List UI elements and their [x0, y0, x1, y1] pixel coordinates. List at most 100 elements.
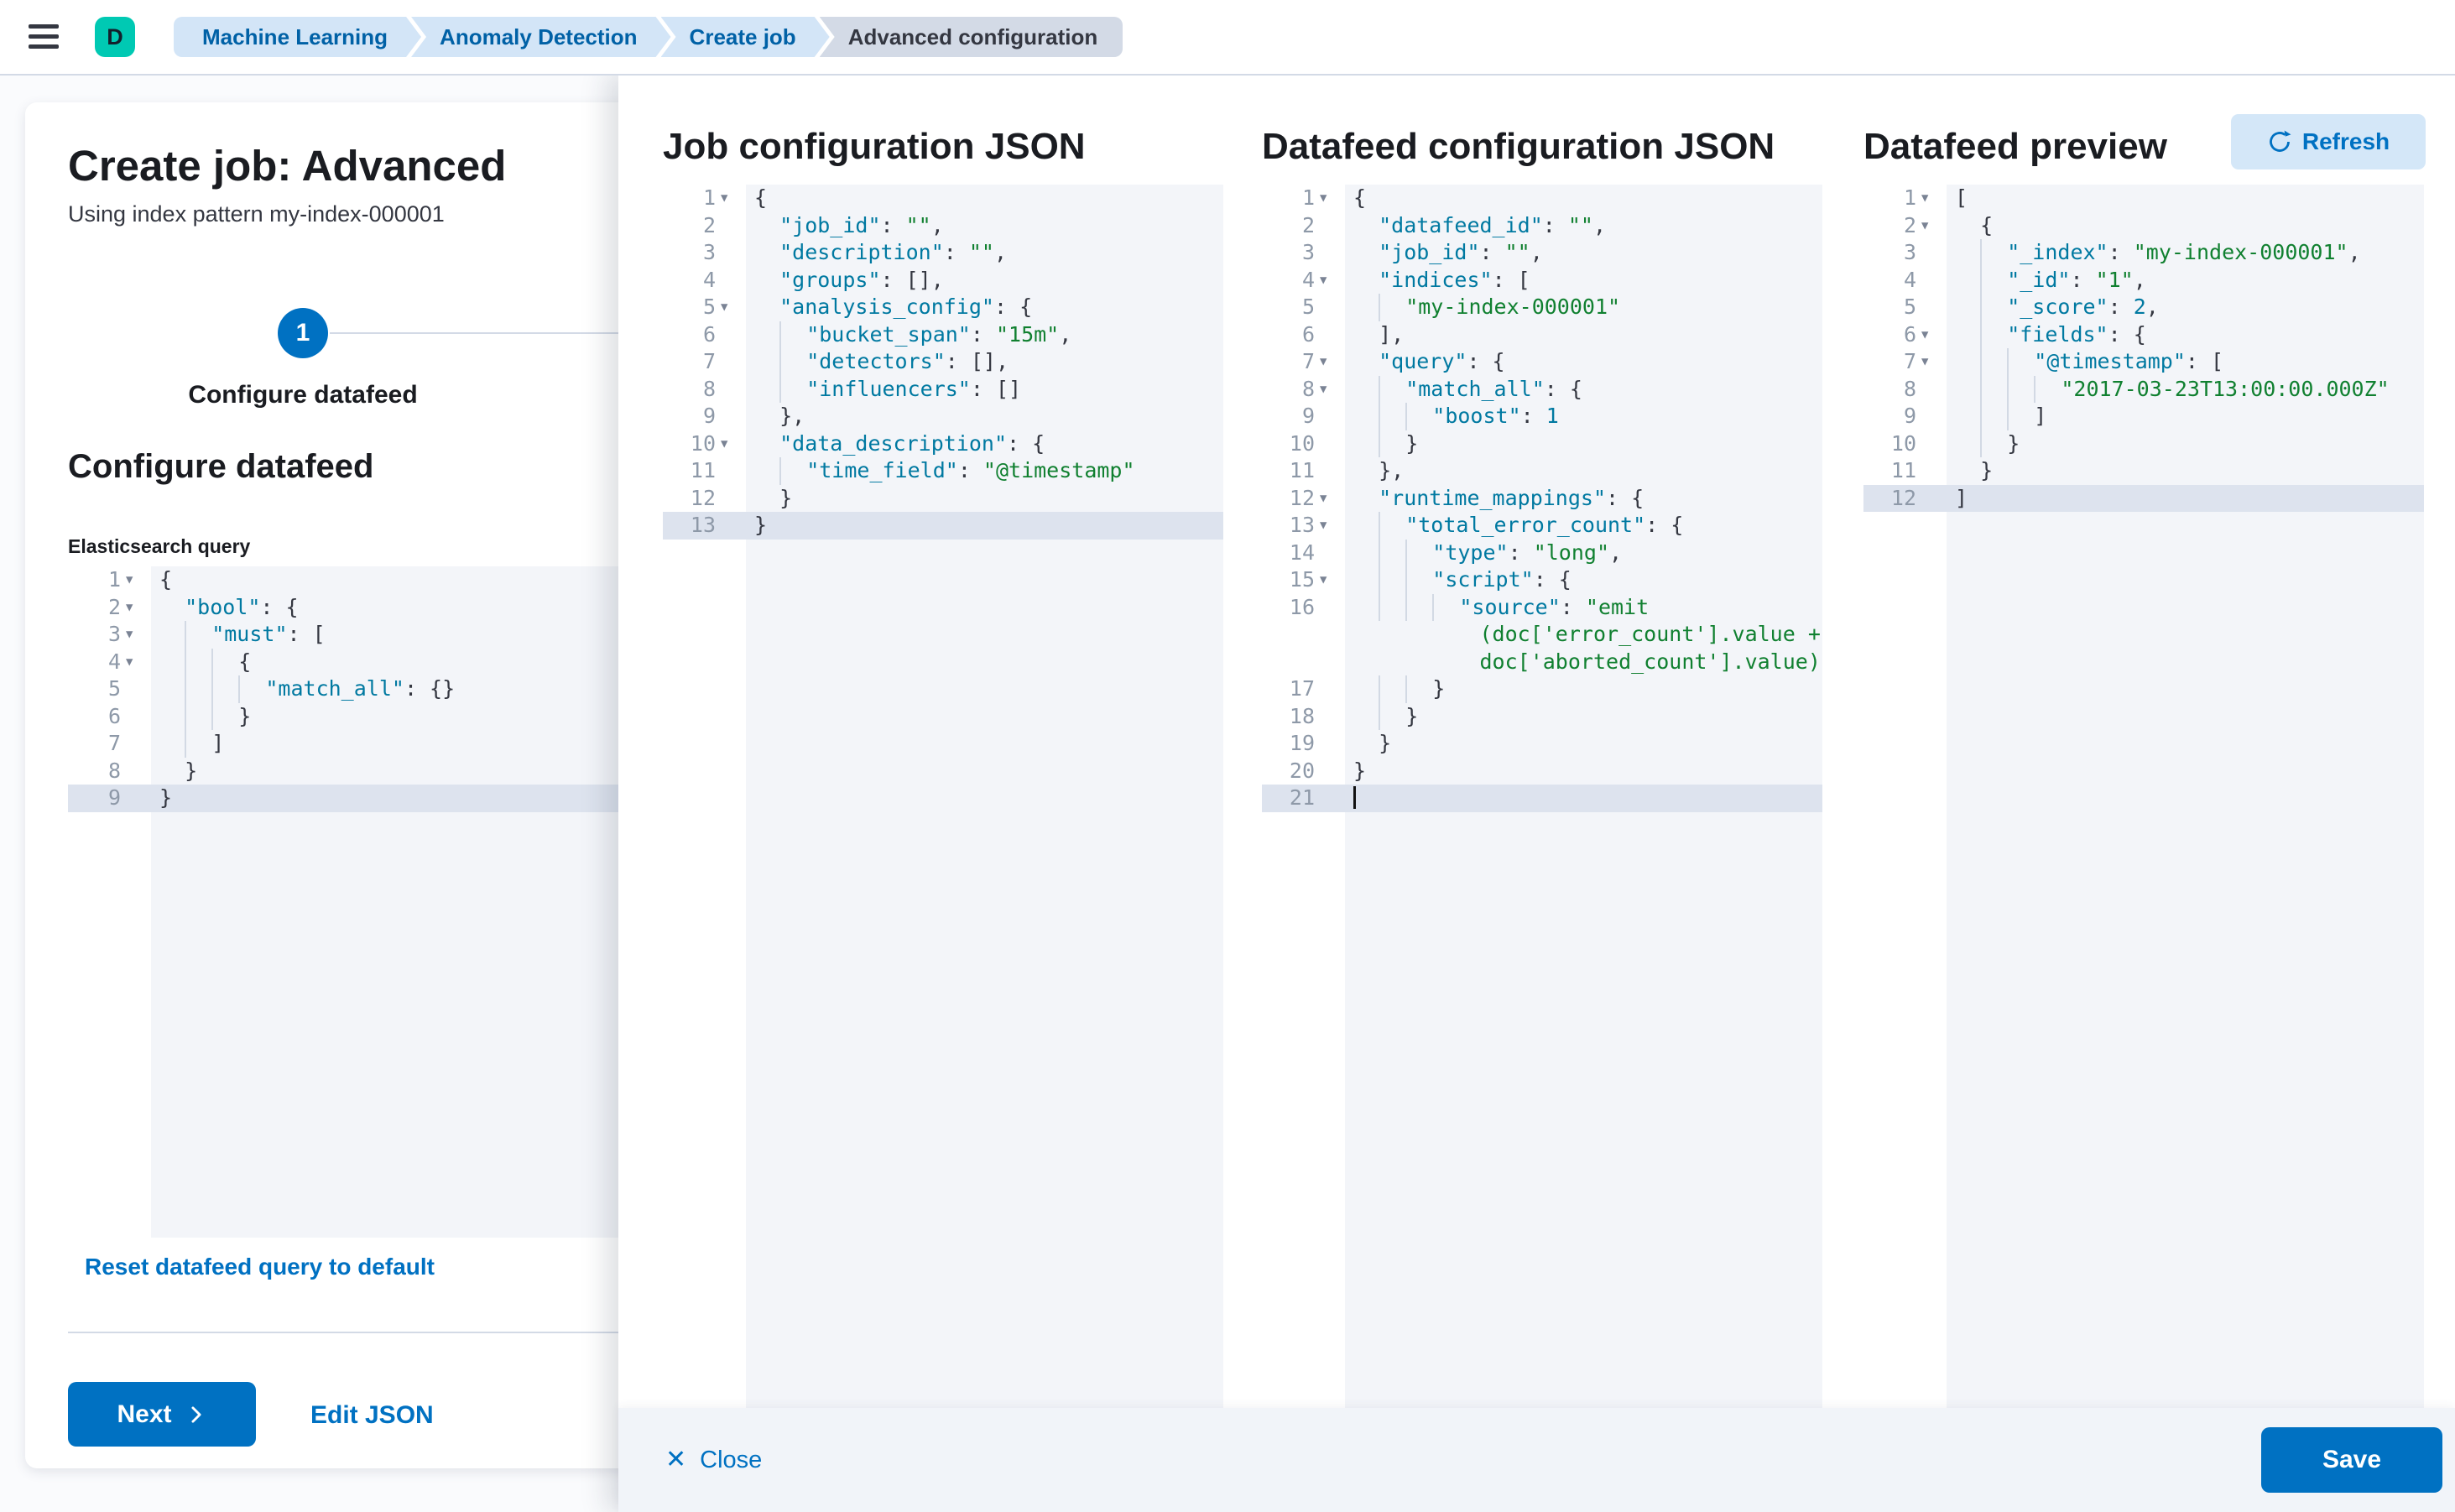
step-1-label: Configure datafeed [188, 381, 418, 409]
fold-arrow-icon[interactable]: ▼ [1921, 218, 1929, 232]
fold-arrow-icon[interactable]: ▼ [1320, 382, 1327, 396]
edit-json-link[interactable]: Edit JSON [310, 1401, 434, 1429]
fold-arrow-icon[interactable]: ▼ [126, 654, 133, 669]
refresh-icon [2269, 130, 2291, 152]
code-line: 16"source": "emit [1262, 593, 1822, 621]
create-job-panel: Create job: Advanced Using index pattern… [25, 102, 665, 1468]
elasticsearch-query-editor[interactable]: 1▼{2▼"bool": {3▼"must": [4▼{5"match_all"… [68, 566, 665, 1238]
next-button[interactable]: Next [68, 1382, 256, 1447]
code-line: 9}, [702, 404, 805, 428]
close-button[interactable]: ✕ Close [660, 1408, 767, 1512]
code-line: 3"description": "", [702, 240, 1008, 264]
job-config-editor[interactable]: 1▼{2"job_id": "",3"description": "",4"gr… [663, 185, 1223, 1408]
breadcrumb-create-job[interactable]: Create job [661, 17, 830, 57]
fold-arrow-icon[interactable]: ▼ [1320, 519, 1327, 532]
chevron-right-icon [190, 1405, 201, 1423]
code-line: 9} [68, 785, 665, 812]
code-line: 10▼"data_description": { [663, 430, 1223, 458]
fold-arrow-icon[interactable]: ▼ [126, 600, 133, 614]
datafeed-config-title: Datafeed configuration JSON [1262, 126, 1775, 167]
fold-arrow-icon[interactable]: ▼ [721, 191, 728, 205]
breadcrumb: Machine Learning Anomaly Detection Creat… [174, 17, 1123, 57]
save-button[interactable]: Save [2261, 1427, 2442, 1493]
fold-arrow-icon[interactable]: ▼ [126, 573, 133, 587]
breadcrumb-machine-learning[interactable]: Machine Learning [174, 17, 421, 57]
fold-arrow-icon[interactable]: ▼ [1320, 273, 1327, 287]
step-progress-line [330, 332, 665, 334]
code-line: 12} [690, 485, 793, 510]
close-icon: ✕ [665, 1446, 687, 1473]
code-line: 8} [107, 758, 198, 783]
reset-datafeed-query-link[interactable]: Reset datafeed query to default [85, 1254, 435, 1280]
code-line: 1▼{ [1262, 185, 1822, 212]
code-line: 5"my-index-000001" [1262, 294, 1822, 321]
code-line: 8"influencers": [] [663, 375, 1223, 403]
job-config-title: Job configuration JSON [663, 126, 1086, 167]
divider [68, 1332, 665, 1333]
breadcrumb-anomaly-detection[interactable]: Anomaly Detection [411, 17, 671, 57]
code-line: 10} [1863, 430, 2424, 457]
code-line: 7▼"@timestamp": [ [1863, 348, 2424, 376]
code-line: 12] [1863, 484, 2424, 512]
code-line: 6} [68, 702, 665, 730]
code-line: 13} [663, 512, 1223, 540]
fold-arrow-icon[interactable]: ▼ [1320, 491, 1327, 505]
fold-arrow-icon[interactable]: ▼ [721, 436, 728, 451]
code-line: 6▼"fields": { [1863, 321, 2424, 348]
fold-arrow-icon[interactable]: ▼ [721, 300, 728, 314]
code-line: 7"detectors": [], [663, 348, 1223, 376]
fold-arrow-icon[interactable]: ▼ [1921, 355, 1929, 368]
advanced-config-flyout: Job configuration JSON Datafeed configur… [618, 74, 2455, 1512]
page-subtitle: Using index pattern my-index-000001 [68, 201, 445, 227]
code-line: 3▼"must": [ [68, 621, 665, 649]
code-line: 14"type": "long", [1262, 539, 1822, 566]
section-heading: Configure datafeed [68, 448, 374, 485]
code-line: 5▼"analysis_config": { [663, 294, 1223, 321]
step-1-indicator[interactable]: 1 [278, 308, 328, 358]
code-line: 1▼{ [663, 185, 1223, 212]
refresh-button[interactable]: Refresh [2231, 114, 2426, 169]
top-header: D Machine Learning Anomaly Detection Cre… [0, 0, 2455, 76]
code-line: 4▼{ [68, 648, 665, 675]
datafeed-preview-title: Datafeed preview [1863, 126, 2167, 167]
code-line: 4▼"indices": [ [1262, 267, 1822, 295]
code-line: 13▼"total_error_count": { [1262, 512, 1822, 540]
code-line: 18} [1262, 702, 1822, 730]
code-line: 20} [1289, 758, 1367, 783]
code-line: 21 [1262, 785, 1822, 812]
code-line: 11}, [1289, 458, 1405, 482]
code-line: 9] [1863, 403, 2424, 430]
code-line: 7] [68, 730, 665, 758]
flyout-footer: ✕ Close Save [618, 1408, 2455, 1512]
fold-arrow-icon[interactable]: ▼ [126, 628, 133, 641]
code-line: 2"datafeed_id": "", [1301, 212, 1607, 237]
datafeed-preview-editor[interactable]: 1▼[2▼{3"_index": "my-index-000001",4"_id… [1863, 185, 2424, 1408]
code-line: 19} [1289, 731, 1392, 755]
code-line: 5"_score": 2, [1863, 294, 2424, 321]
code-line: 1▼[ [1863, 185, 2424, 212]
code-line: 15▼"script": { [1262, 566, 1822, 594]
fold-arrow-icon[interactable]: ▼ [1320, 191, 1327, 205]
breadcrumb-current: Advanced configuration [819, 17, 1123, 57]
page-title: Create job: Advanced [68, 142, 507, 190]
fold-arrow-icon[interactable]: ▼ [1921, 327, 1929, 342]
code-line: 6], [1301, 321, 1405, 347]
code-line: 4"_id": "1", [1863, 266, 2424, 294]
code-line: 2▼"bool": { [68, 594, 665, 622]
datafeed-config-editor[interactable]: 1▼{2"datafeed_id": "",3"job_id": "",4▼"i… [1262, 185, 1822, 1408]
code-line-wrap: (doc['error_count'].value + [1479, 622, 1821, 646]
fold-arrow-icon[interactable]: ▼ [1921, 191, 1929, 205]
avatar[interactable]: D [95, 17, 135, 57]
code-line: 12▼"runtime_mappings": { [1262, 485, 1822, 513]
menu-icon[interactable] [29, 24, 60, 50]
code-line: 6"bucket_span": "15m", [663, 321, 1223, 348]
fold-arrow-icon[interactable]: ▼ [1320, 355, 1327, 368]
fold-arrow-icon[interactable]: ▼ [1320, 573, 1327, 587]
code-line: 17} [1262, 675, 1822, 703]
code-line: 11"time_field": "@timestamp" [663, 457, 1223, 485]
code-line: 10} [1262, 430, 1822, 457]
code-line-wrap: doc['aborted_count'].value)" [1479, 649, 1823, 674]
code-line: 2"job_id": "", [702, 212, 944, 237]
code-line: 11} [1890, 458, 1994, 482]
elasticsearch-query-label: Elasticsearch query [68, 535, 251, 557]
